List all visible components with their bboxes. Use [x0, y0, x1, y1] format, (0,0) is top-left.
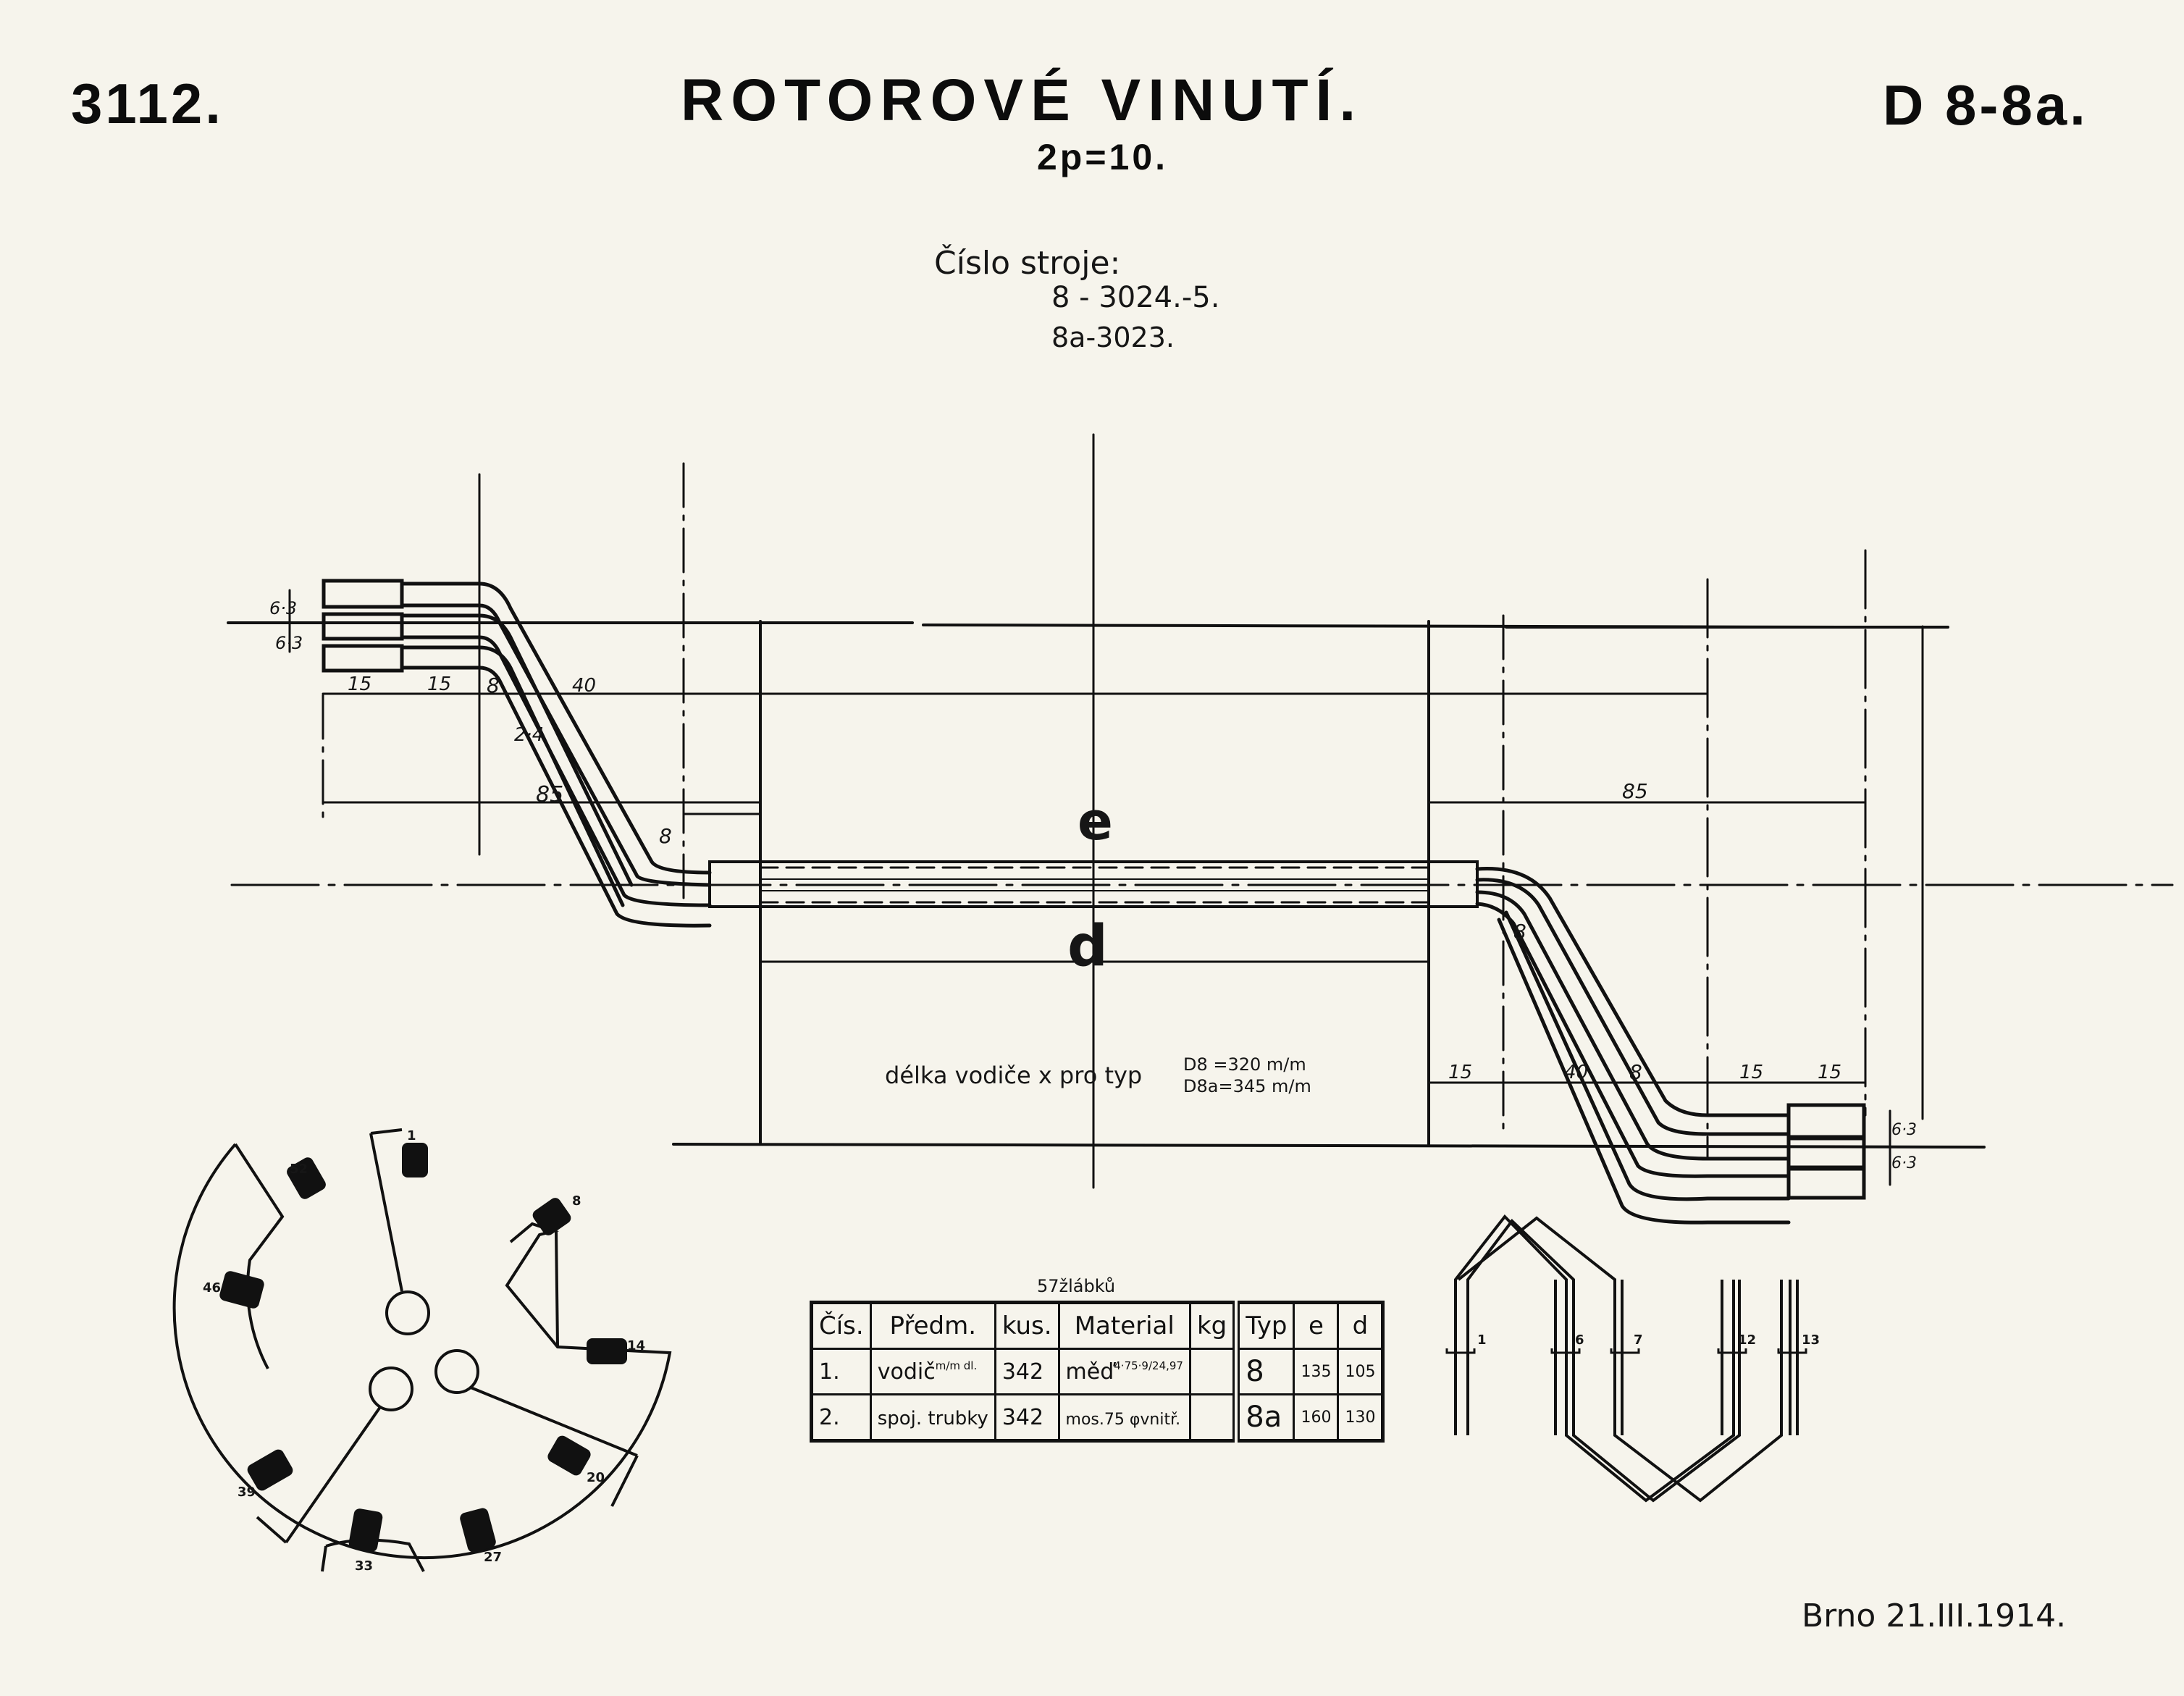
col-header-material: Material: [1057, 1301, 1191, 1350]
cell-item: spoj. trubky: [869, 1393, 996, 1442]
cell-material-note: 4·75·9/24,97: [1114, 1359, 1183, 1372]
conductor-length-d8a: D8a=345 m/m: [1183, 1076, 1311, 1096]
conductor-length-note: délka vodiče x pro typ: [885, 1062, 1143, 1089]
parts-table: Čís. Předm. kus. Material kg Typ e d 1. …: [810, 1301, 1385, 1443]
dim-left-overall: 85: [536, 782, 564, 807]
winding-label-1: 1: [1477, 1332, 1487, 1348]
dim-left-gap: 2·4: [514, 724, 545, 746]
col-header-d: d: [1337, 1301, 1385, 1350]
dim-left-pitch-top: 6·3: [269, 598, 298, 618]
col-header-e: e: [1293, 1301, 1340, 1350]
dim-left-seg1: 15: [348, 673, 372, 695]
table-row: 1. vodičm/m dl. 342 měď4·75·9/24,97 8 13…: [810, 1348, 1385, 1395]
cell-material-text: měď: [1065, 1359, 1114, 1385]
cell-no: 2.: [810, 1393, 872, 1442]
dim-right-seg1: 15: [1448, 1062, 1473, 1083]
table-caption: 57žlábků: [1037, 1276, 1116, 1296]
table-row: 2. spoj. trubky 342 mos.75 φvnitř. 8a 16…: [810, 1393, 1385, 1442]
winding-label-13: 13: [1802, 1332, 1820, 1348]
cell-material: měď4·75·9/24,97: [1057, 1348, 1191, 1395]
slot-conductor-groups: [219, 1143, 627, 1553]
winding-label-6: 6: [1575, 1332, 1584, 1348]
rotor-hole-3: [369, 1367, 413, 1411]
cell-item-note: m/m dl.: [935, 1359, 978, 1372]
col-header-kg: kg: [1188, 1301, 1238, 1350]
machine-number-line2: 8a-3023.: [1051, 322, 1175, 353]
label-e: e: [1078, 791, 1113, 852]
rotor-hole-1: [385, 1290, 430, 1335]
cell-qty: 342: [994, 1393, 1060, 1442]
dim-right-seg3: 15: [1818, 1062, 1842, 1083]
label-d: d: [1067, 914, 1108, 979]
col-header-no: Čís.: [810, 1301, 872, 1350]
slot-label-39: 39: [238, 1485, 256, 1500]
cell-d: 105: [1337, 1348, 1385, 1395]
slot-label-14: 14: [627, 1338, 646, 1353]
col-header-item: Předm.: [869, 1301, 996, 1350]
cell-item-text: spoj. trubky: [877, 1407, 988, 1430]
col-header-type: Typ: [1232, 1301, 1295, 1350]
cell-type: 8a: [1232, 1393, 1295, 1442]
col-header-qty: kus.: [994, 1301, 1060, 1350]
cell-type: 8: [1232, 1348, 1295, 1395]
pole-count: 2p=10.: [1037, 137, 1169, 177]
slot-label-20: 20: [587, 1470, 605, 1485]
cell-d: 130: [1337, 1393, 1385, 1442]
dim-right-radius: 8: [1629, 1060, 1642, 1084]
slot-label-8: 8: [572, 1193, 581, 1209]
dim-left-radius: 8: [487, 673, 500, 697]
dim-right-pitch-bottom: 6·3: [1891, 1154, 1917, 1172]
rotor-hole-2: [434, 1349, 479, 1394]
dim-left-pitch-bottom: 6·3: [275, 633, 303, 653]
dim-left-seg2: 15: [427, 673, 452, 695]
dim-right-radius-upper: 8: [1513, 920, 1526, 944]
table-header-row: Čís. Předm. kus. Material kg Typ e d: [810, 1301, 1385, 1350]
cell-material: mos.75 φvnitř.: [1057, 1393, 1191, 1442]
cell-item-text: vodič: [877, 1359, 936, 1385]
cell-kg: [1188, 1393, 1238, 1442]
slot-label-33: 33: [355, 1558, 374, 1574]
cell-e: 160: [1293, 1393, 1340, 1442]
slot-label-52: 52: [290, 1162, 308, 1177]
dim-right-pitch-top: 6·3: [1891, 1121, 1917, 1139]
cell-e: 135: [1293, 1348, 1340, 1395]
drawing-number: 3112.: [71, 72, 224, 135]
dim-left-radius-lower: 8: [659, 824, 672, 848]
dim-right-overall: 85: [1622, 779, 1648, 803]
machine-number-line1: 8 - 3024.-5.: [1051, 281, 1220, 314]
drawing-title: ROTOROVÉ VINUTÍ.: [681, 67, 1364, 133]
cell-no: 1.: [810, 1348, 872, 1395]
conductor-length-d8: D8 =320 m/m: [1183, 1054, 1306, 1075]
cell-kg: [1188, 1348, 1238, 1395]
place-date: Brno 21.III.1914.: [1802, 1598, 2067, 1634]
dim-right-seg2: 15: [1739, 1062, 1764, 1083]
cell-material-text: mos.75 φvnitř.: [1065, 1410, 1181, 1429]
winding-label-7: 7: [1634, 1332, 1643, 1348]
cell-qty: 342: [994, 1348, 1060, 1395]
type-code: D 8-8a.: [1883, 73, 2088, 137]
winding-label-12: 12: [1738, 1332, 1757, 1348]
machine-number-label: Číslo stroje:: [934, 245, 1121, 282]
dim-left-span: 40: [572, 675, 597, 697]
slot-label-27: 27: [484, 1550, 503, 1565]
cell-item: vodičm/m dl.: [869, 1348, 996, 1395]
dim-right-span: 40: [1564, 1062, 1589, 1083]
slot-label-1: 1: [407, 1128, 416, 1143]
slot-label-46: 46: [203, 1280, 222, 1296]
